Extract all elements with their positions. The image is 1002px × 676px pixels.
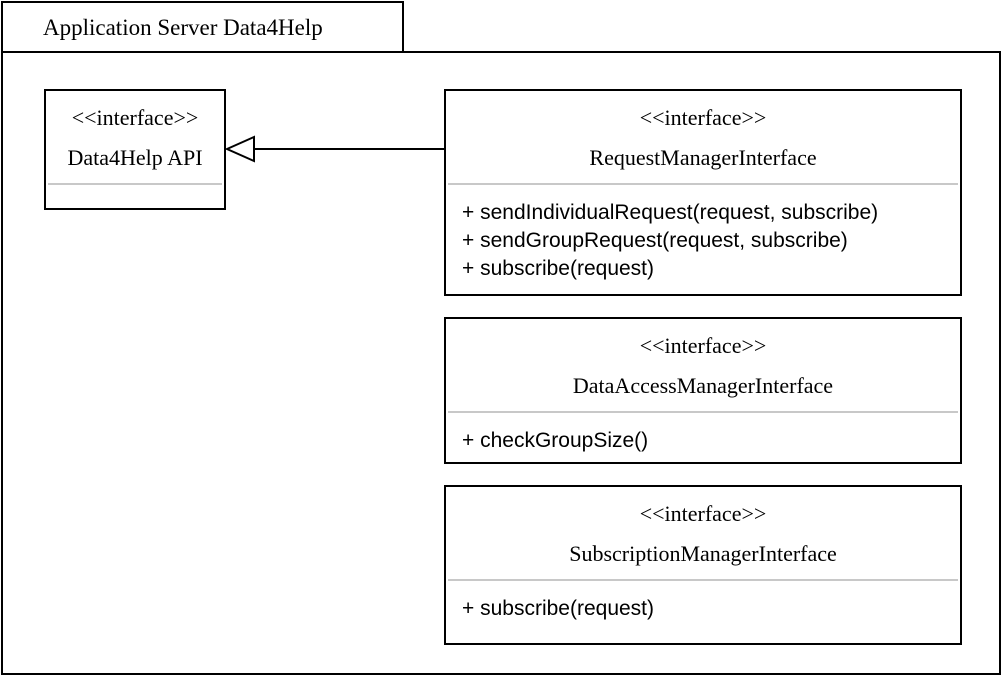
method-list: + checkGroupSize() [462,427,956,455]
class-name: SubscriptionManagerInterface [569,541,837,566]
method-item: + subscribe(request) [462,257,655,280]
compartment-divider [48,183,222,185]
class-data4help-api: <<interface>> Data4Help API [44,89,226,210]
class-name: DataAccessManagerInterface [572,373,834,398]
compartment-divider [448,579,958,581]
method-list: + subscribe(request) [462,595,956,623]
class-name: RequestManagerInterface [589,145,817,170]
method-list: + sendIndividualRequest(request, subscri… [462,199,956,283]
class-name: Data4Help API [67,145,203,170]
class-request-manager-interface: <<interface>> RequestManagerInterface + … [444,89,962,296]
method-item: + checkGroupSize() [462,429,649,452]
package-tab: Application Server Data4Help [1,1,404,51]
stereotype-label: <<interface>> [639,105,767,130]
method-item: + sendIndividualRequest(request, subscri… [462,201,879,224]
stereotype-label: <<interface>> [71,105,199,130]
class-subscription-manager-interface: <<interface>> SubscriptionManagerInterfa… [444,485,962,645]
stereotype-label: <<interface>> [639,333,767,358]
package-title: Application Server Data4Help [43,15,323,40]
class-data-access-manager-interface: <<interface>> DataAccessManagerInterface… [444,317,962,464]
method-item: + subscribe(request) [462,597,655,620]
compartment-divider [448,411,958,413]
compartment-divider [448,183,958,185]
method-item: + sendGroupRequest(request, subscribe) [462,229,848,252]
stereotype-label: <<interface>> [639,501,767,526]
